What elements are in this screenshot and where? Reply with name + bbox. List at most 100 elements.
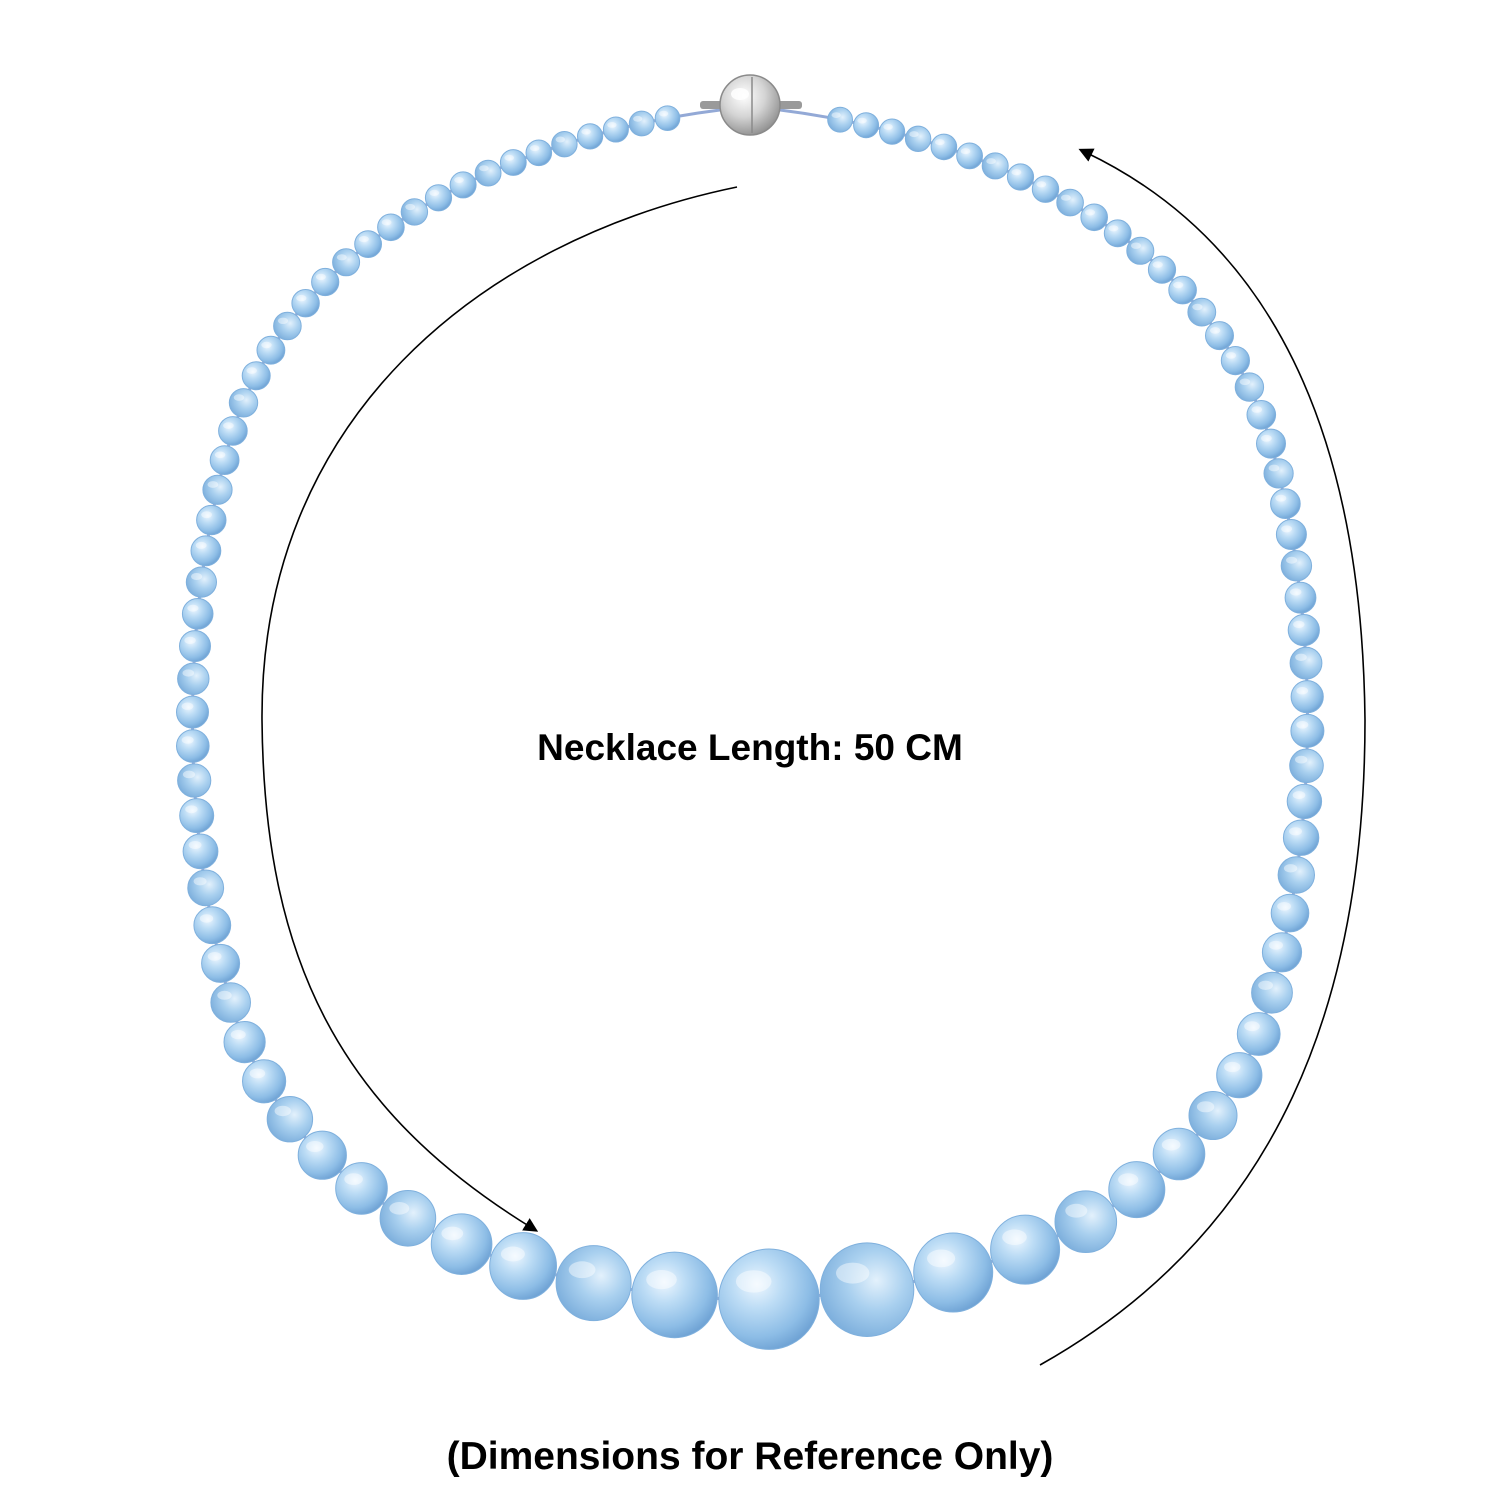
bead-highlight: [207, 952, 222, 961]
bead-highlight: [1244, 1021, 1260, 1032]
bead: [499, 149, 527, 176]
bead: [1280, 550, 1313, 582]
bead: [202, 474, 233, 505]
bead: [1188, 1091, 1238, 1140]
bead-highlight: [659, 110, 669, 117]
bead-highlight: [633, 115, 643, 122]
bead: [176, 729, 210, 763]
bead-highlight: [207, 481, 219, 488]
bead-highlight: [735, 1270, 772, 1293]
bead-highlight: [935, 139, 945, 146]
bead: [1220, 346, 1251, 376]
bead: [1234, 372, 1265, 402]
bead-highlight: [1036, 181, 1047, 188]
bead-highlight: [1268, 940, 1283, 950]
bead-highlight: [1196, 1101, 1215, 1113]
bead: [1168, 275, 1197, 305]
bead-highlight: [1295, 755, 1308, 764]
bead-highlight: [530, 145, 540, 152]
bead-highlight: [261, 341, 272, 349]
bead-highlight: [181, 736, 194, 744]
bead-highlight: [1293, 620, 1305, 629]
bead: [1006, 163, 1035, 191]
bead: [1289, 748, 1324, 784]
bead-highlight: [233, 394, 245, 401]
bead-highlight: [927, 1249, 956, 1268]
bead: [354, 230, 383, 259]
bead: [1205, 321, 1234, 351]
bead-highlight: [1286, 556, 1298, 564]
bead-highlight: [1118, 1173, 1139, 1186]
bead-highlight: [1239, 378, 1251, 386]
bead: [489, 1232, 557, 1300]
bead-highlight: [479, 165, 489, 172]
bead: [1216, 1052, 1263, 1099]
bead: [1108, 1161, 1166, 1219]
bead-highlight: [1108, 225, 1119, 232]
bead-highlight: [214, 451, 226, 459]
bead: [930, 133, 958, 161]
bead: [1275, 519, 1307, 550]
bead: [1284, 581, 1317, 614]
bead: [602, 116, 629, 143]
bead: [1287, 614, 1320, 647]
bead-highlight: [344, 1173, 363, 1185]
bead-highlight: [1152, 261, 1163, 268]
bead-highlight: [454, 177, 464, 183]
curved-arrow-down-icon: [261, 186, 738, 1232]
bead-highlight: [504, 154, 514, 161]
bead-highlight: [857, 117, 867, 124]
bead: [179, 630, 211, 663]
bead: [1290, 680, 1324, 714]
bead: [1152, 1127, 1206, 1181]
bead: [228, 388, 259, 418]
bead-highlight: [581, 128, 591, 135]
necklace-string: [191, 108, 1309, 1302]
bead-highlight: [188, 841, 202, 849]
bead: [273, 311, 302, 341]
bead-highlight: [217, 990, 232, 1000]
bead-highlight: [1289, 827, 1302, 836]
bead-highlight: [1261, 434, 1272, 442]
bead: [210, 982, 251, 1023]
bead-highlight: [1258, 980, 1273, 990]
bead: [193, 906, 232, 945]
bead-strand: [176, 105, 1325, 1350]
bead: [981, 152, 1009, 180]
bead-highlight: [1281, 525, 1293, 533]
bead: [1187, 297, 1217, 327]
bead: [879, 118, 906, 145]
bead-highlight: [274, 1105, 291, 1117]
bead-highlight: [389, 1202, 410, 1215]
bead-highlight: [223, 422, 234, 429]
bead-highlight: [306, 1141, 324, 1152]
bead: [1080, 203, 1108, 232]
bead: [718, 1248, 820, 1350]
bead-highlight: [1192, 303, 1203, 311]
bead-highlight: [184, 636, 196, 645]
bead: [1290, 713, 1325, 748]
bead-highlight: [1209, 327, 1221, 334]
bead: [525, 139, 553, 167]
bead: [1126, 236, 1155, 265]
bead-highlight: [358, 236, 369, 243]
bead-highlight: [646, 1270, 677, 1290]
bead: [1031, 175, 1060, 203]
bead: [185, 566, 217, 598]
bead: [1286, 783, 1323, 820]
bead: [474, 159, 502, 187]
bead: [400, 198, 429, 226]
bead: [853, 112, 880, 139]
bead-highlight: [277, 317, 289, 324]
bead-highlight: [191, 573, 203, 580]
bead: [1270, 488, 1301, 520]
bead: [555, 1245, 632, 1322]
bead: [196, 504, 227, 536]
bead-highlight: [1290, 588, 1302, 596]
bead-highlight: [555, 136, 565, 143]
bead: [1282, 819, 1320, 856]
bead-highlight: [1283, 864, 1298, 873]
bead-highlight: [441, 1226, 464, 1241]
bead: [241, 361, 271, 391]
bead: [551, 131, 578, 158]
